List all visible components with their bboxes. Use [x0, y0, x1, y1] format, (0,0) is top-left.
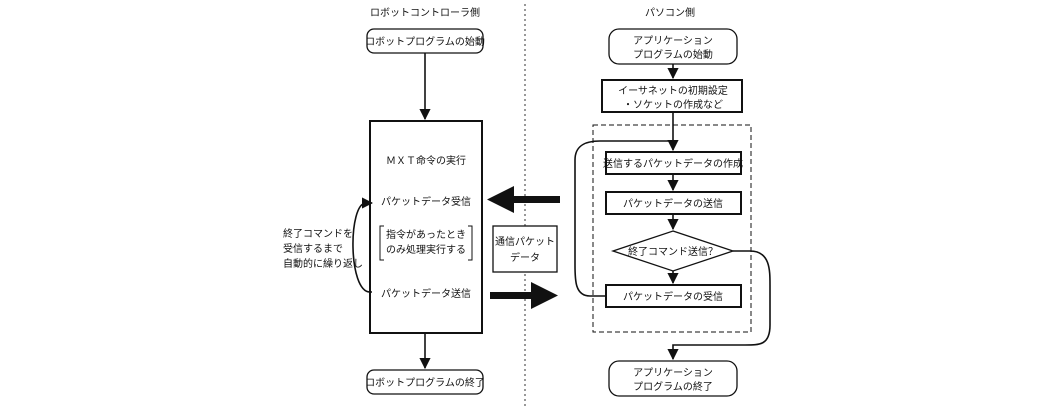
pc-decision-label: 終了コマンド送信？ [628, 245, 718, 258]
pc-end-line2: プログラムの終了 [633, 380, 713, 393]
pc-create-label: 送信するパケットデータの作成 [603, 157, 743, 170]
robot-start-node: ロボットプログラムの始動 [365, 28, 485, 54]
robot-send-label: パケットデータ送信 [381, 287, 471, 300]
pc-exit-path [667, 250, 771, 361]
pc-init-line2: ・ソケットの作成など [623, 99, 723, 111]
pc-decision-node: 終了コマンド送信？ [610, 230, 736, 272]
pc-create-node: 送信するパケットデータの作成 [603, 151, 743, 175]
pc-receive-label: パケットデータの受信 [623, 290, 723, 303]
packet-label-line1: 通信パケット [495, 236, 555, 248]
pc-init-node: イーサネットの初期設定 ・ソケットの作成など [601, 79, 743, 113]
pc-receive-node: パケットデータの受信 [605, 284, 742, 308]
process-bracket [379, 225, 473, 261]
robot-end-node: ロボットプログラムの終了 [365, 369, 485, 395]
robot-start-label: ロボットプログラムの始動 [365, 35, 485, 48]
robot-main-block: ＭＸＴ命令の実行 パケットデータ受信 指令があったとき のみ処理実行する パケッ… [369, 120, 483, 334]
pc-send-label: パケットデータの送信 [623, 197, 723, 210]
robot-receive-label: パケットデータ受信 [381, 195, 471, 208]
pc-heading: パソコン側 [645, 6, 695, 19]
loop-note-line2: 受信するまで [283, 243, 343, 255]
process-line1: 指令があったとき [386, 228, 466, 241]
loop-note-line1: 終了コマンドを [283, 227, 353, 240]
packet-arrow-to-robot [487, 186, 560, 213]
loop-note-line3: 自動的に繰り返し [283, 257, 363, 270]
process-line2: のみ処理実行する [386, 243, 466, 256]
pc-start-node: アプリケーション プログラムの始動 [608, 28, 738, 65]
robot-loop-arrow [352, 197, 374, 293]
packet-arrow-to-pc [490, 282, 558, 309]
pc-end-line1: アプリケーション [633, 367, 713, 379]
pc-loop-back-arrow [574, 140, 673, 297]
robot-heading: ロボットコントローラ側 [370, 6, 480, 19]
communication-packet-box: 通信パケット データ [492, 225, 558, 273]
pc-send-node: パケットデータの送信 [605, 191, 742, 215]
packet-label-line2: データ [510, 251, 540, 264]
pc-start-line1: アプリケーション [633, 35, 713, 47]
pc-init-line1: イーサネットの初期設定 [618, 84, 728, 97]
robot-end-label: ロボットプログラムの終了 [365, 376, 485, 389]
pc-end-node: アプリケーション プログラムの終了 [608, 360, 738, 397]
pc-start-line2: プログラムの始動 [633, 48, 713, 61]
mxt-label: ＭＸＴ命令の実行 [386, 154, 466, 167]
pc-loop-region [592, 124, 752, 333]
